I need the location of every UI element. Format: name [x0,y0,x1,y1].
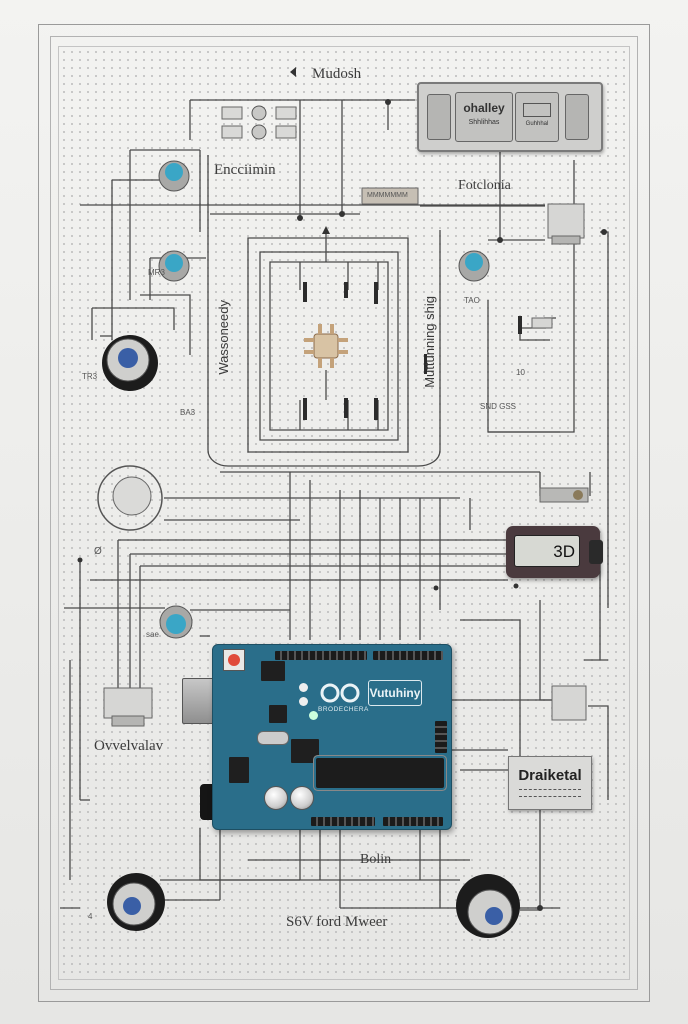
control-panel: ohalley Shhlihhas Guhhhal [417,82,603,152]
inner-frame [58,46,630,980]
panel-center-sub: Shhlihhas [468,119,500,126]
lcd-screen: 3D [514,535,580,567]
small-label: BA3 [180,408,196,417]
display-module: Draiketal [508,756,592,810]
lcd-connector [589,540,603,564]
top-title: Mudosh [312,66,362,82]
crystal [257,731,289,745]
header-pins-bottom-left [311,817,375,826]
panel-right-sub: Guhhhal [525,121,549,127]
bottom-left-label: Ovvelvalav [94,738,164,754]
small-ic [269,705,287,723]
panel-center-title: ohalley [463,101,505,115]
diode [229,757,249,783]
panel-right-module: Guhhhal [515,92,559,142]
header-pins-side [435,721,447,753]
right-vertical-label: Muttunning shig [422,296,437,388]
header-pins-top-left [275,651,367,660]
capacitor [264,786,288,810]
small-label: sae [146,630,159,639]
microcontroller-board [212,644,452,830]
left-vertical-label: Wassoneedy [216,300,231,375]
led-indicator [299,683,308,692]
bottom-center-label: Bolin [360,852,392,867]
panel-button-left[interactable] [427,94,451,140]
small-label: 4 [88,912,93,921]
header-pins-bottom-right [383,817,443,826]
outer-frame [38,24,650,1002]
left-mid-title: Encciimin [214,162,276,178]
panel-button-right[interactable] [565,94,589,140]
cpu-chip-icon [304,324,348,368]
small-label: Ø [94,546,102,557]
atmega-chip [316,758,444,788]
capacitor [290,786,314,810]
small-label: MR3 [148,268,165,277]
header-pins-top-right [373,651,443,660]
strip-label: MMMMMMM [367,192,408,199]
bottom-caption: S6V ford Mweer [286,914,388,930]
board-sub-label: BRODECHERA [318,706,369,713]
led-indicator [309,711,318,720]
small-label: 10 [516,368,525,377]
reset-button[interactable] [223,649,245,671]
small-label: TAO [464,296,480,305]
right-mid-title: Fotclonia [458,178,511,193]
display-module-label: Draiketal [518,767,582,784]
regulator-chip [261,661,285,681]
led-indicator [299,697,308,706]
middle-frame [50,36,638,990]
lcd-display-module: 3D [506,526,603,578]
infinity-logo-icon [320,683,360,703]
small-label: TR3 [82,372,98,381]
usb-chip [291,739,319,763]
small-label: SND GSS [480,402,517,411]
panel-center-module: ohalley Shhlihhas [455,92,513,142]
display-module-strip [519,789,581,797]
board-brand-label: Vutuhiny [368,680,422,706]
